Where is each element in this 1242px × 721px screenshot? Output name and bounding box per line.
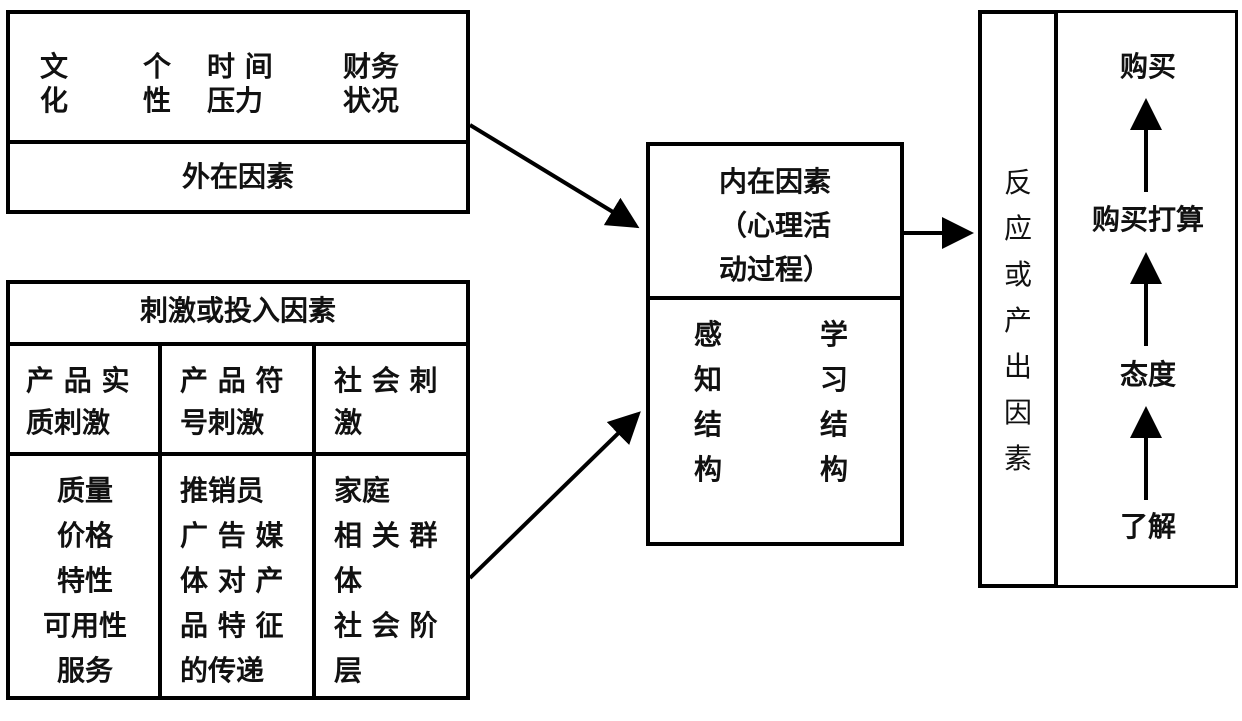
external-item-financial: 财务 状况 bbox=[343, 50, 400, 117]
arrow-external-to-internal bbox=[468, 123, 640, 229]
stage-attitude: 态度 bbox=[1119, 358, 1176, 391]
internal-divider bbox=[646, 296, 904, 300]
external-factors-box bbox=[6, 10, 470, 214]
stimulus-col-divider-1 bbox=[158, 342, 162, 700]
stage-purchase: 购买 bbox=[1119, 50, 1176, 83]
external-divider bbox=[6, 140, 470, 144]
internal-factors-title: 内在因素 （心理活 动过程） bbox=[718, 165, 831, 286]
stimulus-title-divider bbox=[6, 342, 470, 346]
stage-purchase-intention: 购买打算 bbox=[1091, 203, 1204, 236]
stimulus-items-symbolic: 推销员 广 告 媒 体 对 产 品 特 征 的传递 bbox=[180, 474, 284, 687]
stimulus-items-social: 家庭 相 关 群 体 社 会 阶 层 bbox=[334, 474, 438, 687]
stimulus-col-header-physical: 产 品 实 质刺激 bbox=[26, 364, 130, 439]
external-item-culture: 文 化 bbox=[40, 50, 69, 117]
stimulus-col-header-symbolic: 产 品 符 号刺激 bbox=[180, 364, 284, 439]
stimulus-title: 刺激或投入因素 bbox=[139, 294, 336, 327]
external-item-personality: 个 性 bbox=[143, 50, 172, 117]
arrow-stimulus-to-internal bbox=[468, 411, 641, 580]
stage-awareness: 了解 bbox=[1119, 510, 1176, 543]
response-label-box bbox=[978, 10, 1058, 588]
internal-perception-structure: 感 知 结 构 bbox=[694, 318, 723, 486]
stimulus-col-divider-2 bbox=[312, 342, 316, 700]
stimulus-box bbox=[6, 280, 470, 700]
response-label: 反 应 或 产 出 因 素 bbox=[1003, 166, 1032, 475]
stimulus-col-header-social: 社 会 刺 激 bbox=[334, 364, 438, 439]
stimulus-items-physical: 质量 价格 特性 可用性 服务 bbox=[42, 474, 127, 687]
internal-factors-box bbox=[646, 142, 904, 546]
internal-learning-structure: 学 习 结 构 bbox=[820, 318, 849, 486]
external-item-time-pressure: 时 间 压力 bbox=[207, 50, 273, 117]
stimulus-header-divider bbox=[6, 452, 470, 456]
external-factors-title: 外在因素 bbox=[181, 160, 294, 193]
